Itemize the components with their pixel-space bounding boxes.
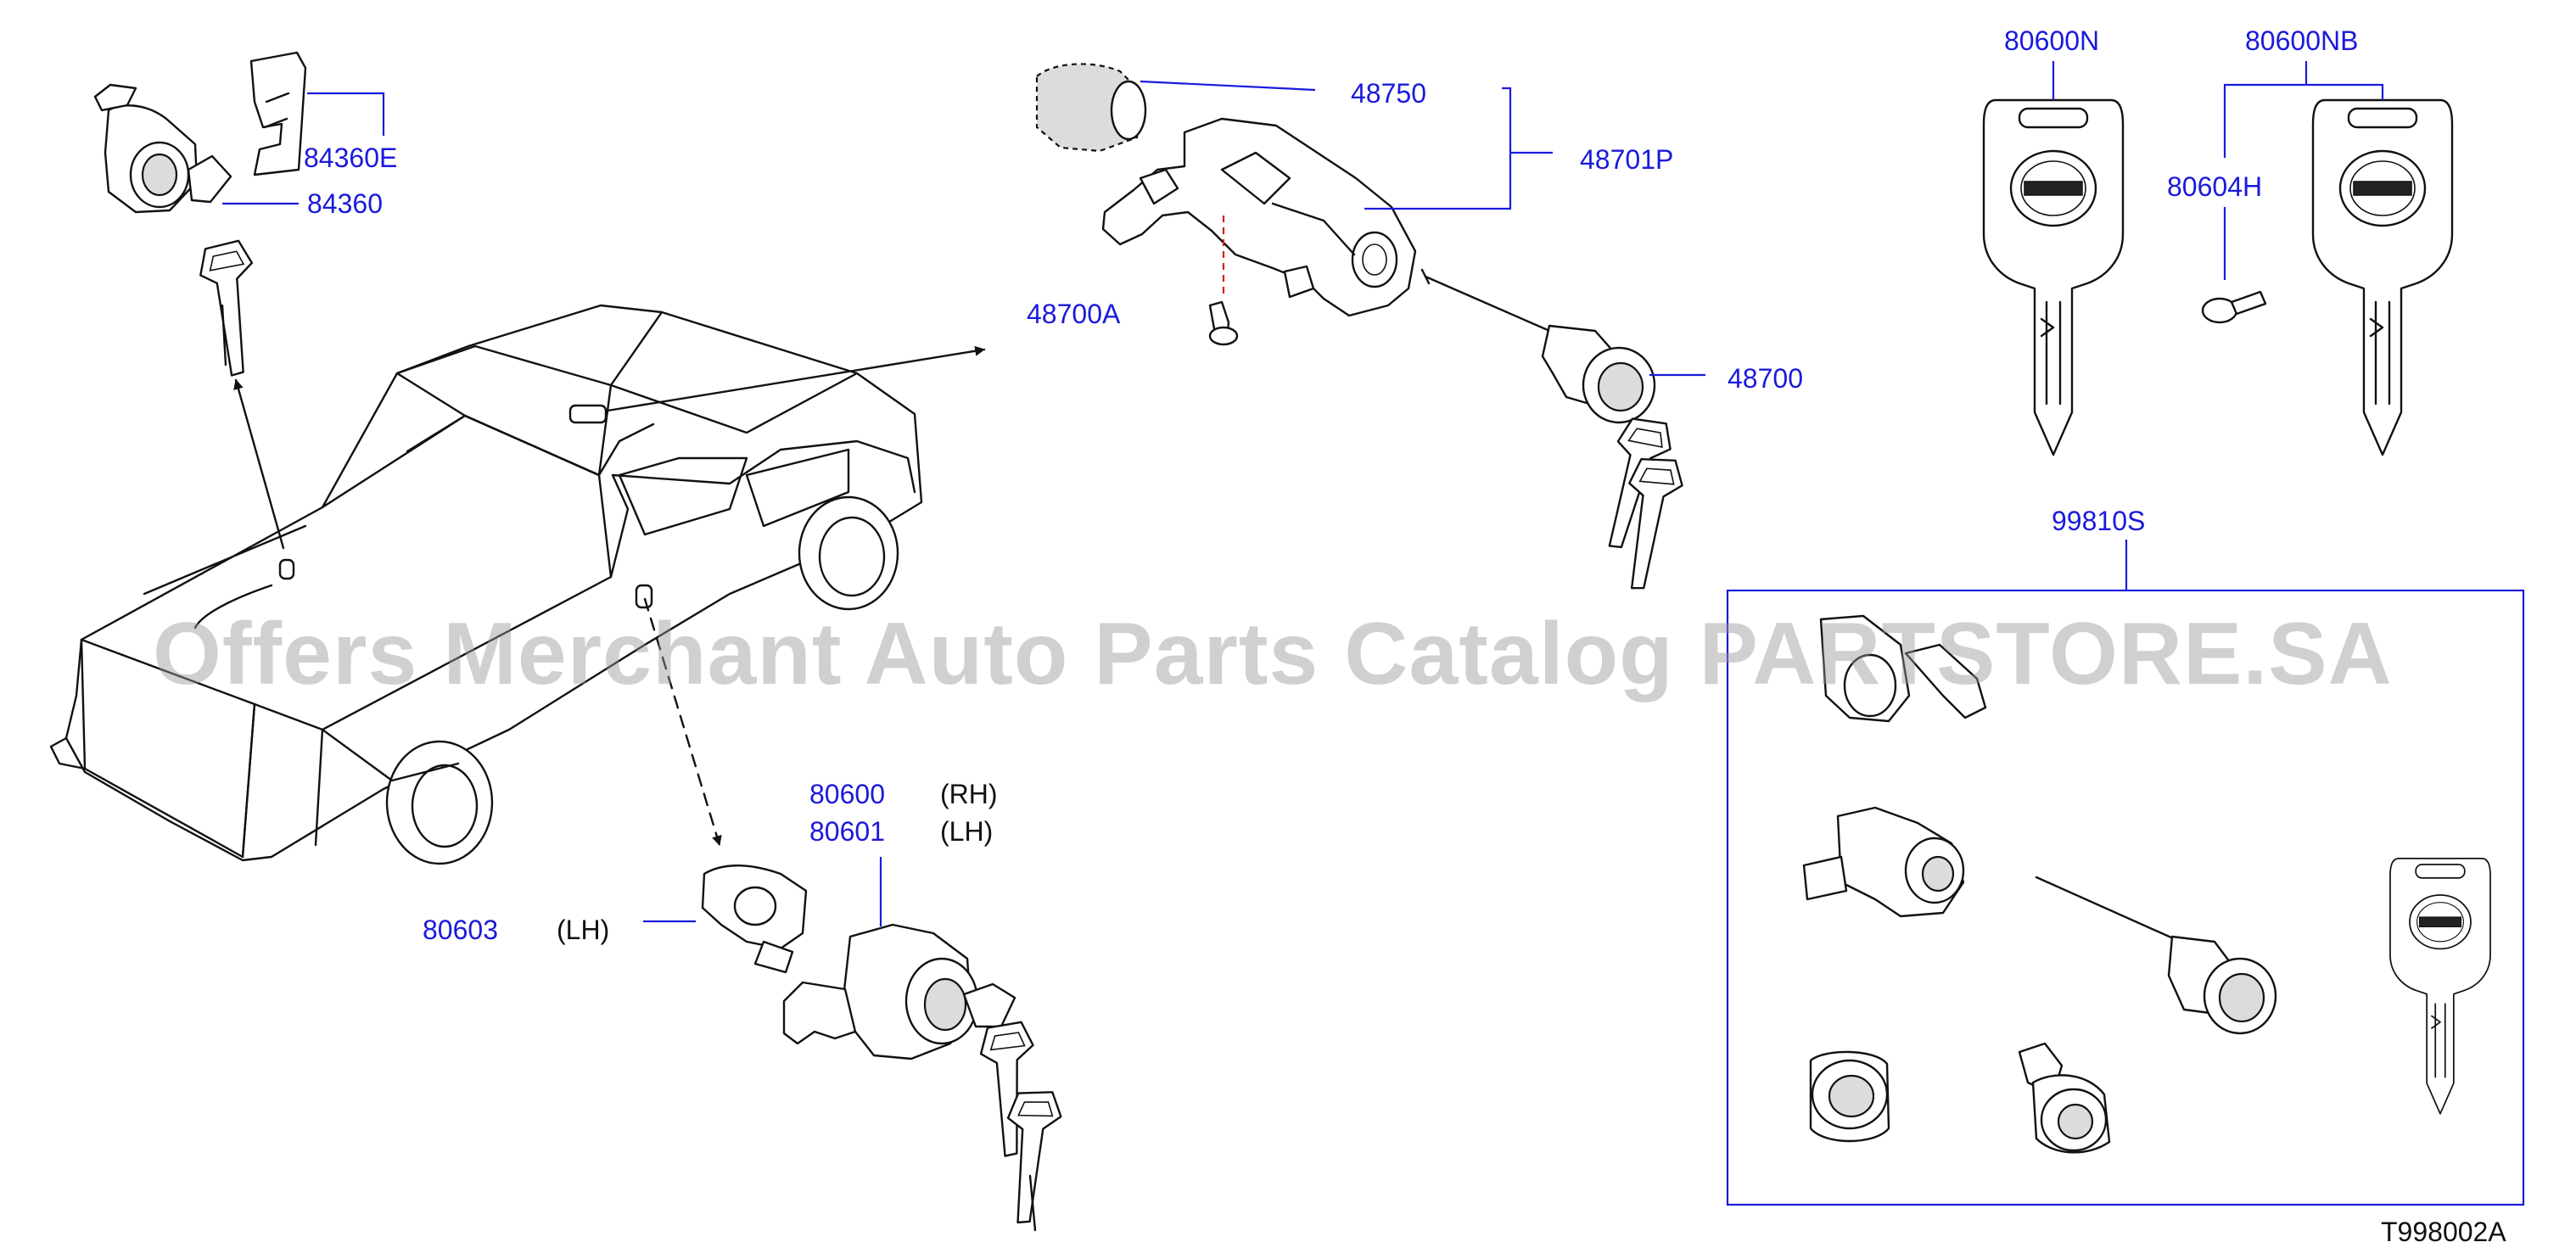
part-label-99810S: 99810S bbox=[2052, 506, 2146, 536]
ignition-lock-assembly bbox=[1035, 63, 1687, 595]
part-label-48700: 48700 bbox=[1728, 363, 1803, 394]
arrow-to-back-door-lock bbox=[233, 378, 285, 550]
leader-80600NB bbox=[2223, 83, 2384, 158]
pickup-truck-illustration bbox=[49, 304, 923, 865]
part-label-80600NB: 80600NB bbox=[2245, 25, 2359, 56]
key-80600NB bbox=[2311, 98, 2454, 456]
screw-80604H bbox=[2201, 290, 2267, 324]
back-door-lock-assembly bbox=[93, 51, 307, 379]
diagram-code: T998002A bbox=[2381, 1217, 2506, 1247]
part-label-80603: 80603 bbox=[423, 915, 498, 945]
part-label-80601: 80601 bbox=[809, 816, 885, 847]
part-label-80600N: 80600N bbox=[2004, 25, 2100, 56]
watermark: Offers Merchant Auto Parts Catalog PARTS… bbox=[153, 605, 2393, 703]
part-label-84360: 84360 bbox=[307, 188, 383, 219]
note-rh: (RH) bbox=[940, 779, 998, 809]
door-lock-assembly bbox=[701, 865, 1064, 1232]
kit-99810S-contents bbox=[1802, 614, 2491, 1154]
note-lh-80601: (LH) bbox=[940, 816, 994, 847]
key-80600N bbox=[1982, 98, 2125, 456]
note-lh-80603: (LH) bbox=[557, 915, 610, 945]
leader-48701P bbox=[1364, 87, 1512, 210]
part-label-48701P: 48701P bbox=[1580, 144, 1674, 175]
part-label-48700A: 48700A bbox=[1027, 299, 1121, 329]
arrow-to-ignition bbox=[606, 345, 986, 412]
kit-99810S-box bbox=[1726, 589, 2525, 1206]
part-label-80600: 80600 bbox=[809, 779, 885, 809]
part-label-84360E: 84360E bbox=[304, 143, 398, 173]
arrow-to-door-lock bbox=[643, 597, 722, 847]
part-label-48750: 48750 bbox=[1351, 78, 1426, 109]
leader-84360E bbox=[307, 92, 385, 136]
leader-48750 bbox=[1140, 80, 1316, 92]
part-label-80604H: 80604H bbox=[2167, 171, 2263, 202]
